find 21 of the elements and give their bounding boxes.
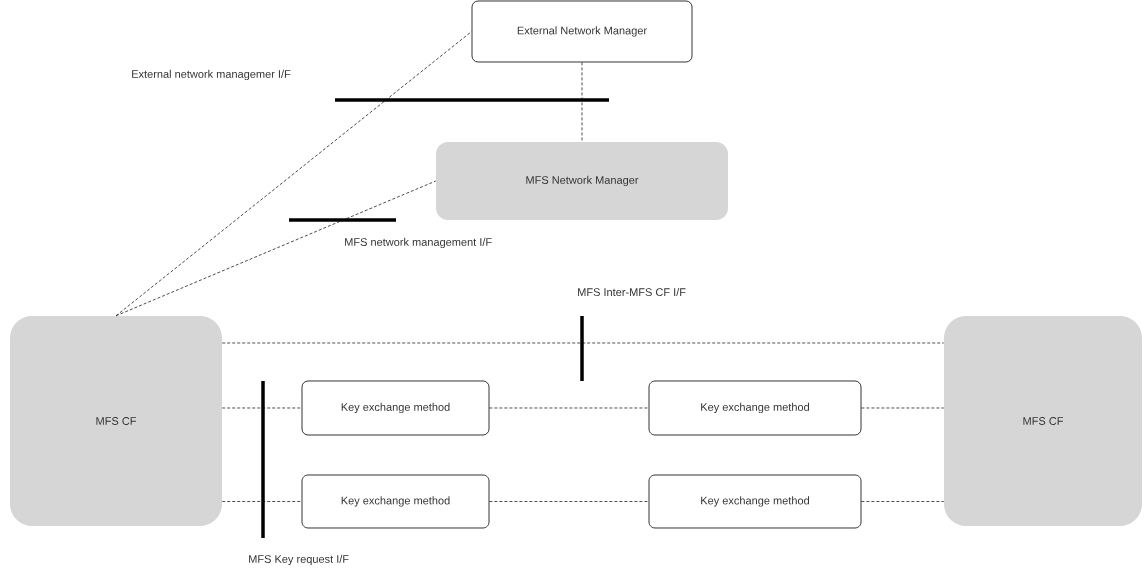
- connector-line: [489, 407, 649, 409]
- process-box: Key exchange method: [301, 380, 490, 436]
- interface-label: External network managemer I/F: [132, 69, 291, 81]
- interface-label: MFS Key request I/F: [249, 554, 349, 566]
- connector-line: [861, 407, 945, 409]
- process-box: Key exchange method: [648, 474, 862, 529]
- process-box: Key exchange method: [648, 380, 862, 436]
- connector-line: [861, 501, 945, 502]
- interface-label: MFS network management I/F: [345, 237, 492, 249]
- process-box: MFS Network Manager: [436, 142, 728, 220]
- process-box: MFS CF: [944, 316, 1142, 526]
- connector-line: [581, 62, 583, 143]
- connector-line: [221, 501, 302, 502]
- interface-label: MFS Inter-MFS CF I/F: [578, 287, 686, 297]
- connector-line: [221, 407, 302, 409]
- process-box: External Network Manager: [471, 0, 693, 63]
- connector-line: [115, 180, 437, 317]
- process-box: MFS CF: [10, 316, 222, 526]
- connector-line: [489, 501, 649, 502]
- connector-line: [221, 342, 945, 344]
- process-box: Key exchange method: [301, 474, 490, 529]
